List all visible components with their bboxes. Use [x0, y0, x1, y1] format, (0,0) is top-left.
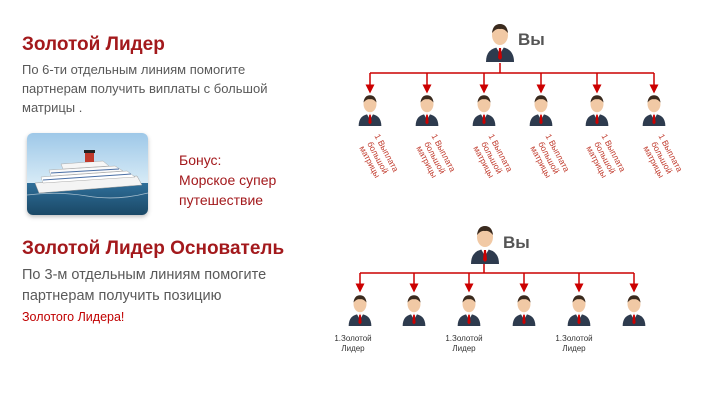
businessman-icon — [567, 295, 591, 326]
businessman-icon — [512, 295, 536, 326]
businessman-icon — [529, 95, 553, 126]
diagram1-child-6 — [640, 92, 668, 131]
bonus-block: Бонус: Морское супер путешествие — [179, 150, 309, 210]
businessman-icon — [472, 95, 496, 126]
section1-title: Золотой Лидер — [22, 34, 165, 55]
diagram1-child-4 — [527, 92, 555, 131]
cruise-ship-image — [27, 133, 148, 215]
businessman-icon — [358, 95, 382, 126]
section2-highlight: Золотого Лидера! — [22, 310, 125, 324]
diagram2-child-label: 1.Золотой Лидер — [334, 334, 372, 353]
diagram1-child-label: 1 Выплата большой матрицы — [528, 132, 572, 180]
diagram2-connectors — [355, 264, 639, 293]
diagram2-child-label: 1.Золотой Лидер — [445, 334, 483, 353]
diagram1-root-label: Вы — [518, 30, 545, 49]
businessman-icon — [471, 226, 499, 264]
bonus-description: Морское супер путешествие — [179, 172, 277, 208]
businessman-icon — [402, 295, 426, 326]
businessman-icon — [622, 295, 646, 326]
businessman-icon — [585, 95, 609, 126]
diagram2-child-5 — [565, 292, 593, 331]
businessman-icon — [415, 95, 439, 126]
diagram1-child-3 — [470, 92, 498, 131]
diagram2-root-label: Вы — [503, 233, 530, 252]
diagram2-child-3 — [455, 292, 483, 331]
section1-text: По 6-ти отдельным линиям помогите партне… — [22, 62, 268, 115]
diagram1-child-label: 1 Выплата большой матрицы — [641, 132, 685, 180]
businessman-icon — [642, 95, 666, 126]
diagram1-child-1 — [356, 92, 384, 131]
bonus-label: Бонус: — [179, 152, 222, 168]
diagram1-child-2 — [413, 92, 441, 131]
diagram1-child-label: 1 Выплата большой матрицы — [471, 132, 515, 180]
diagram2-root — [469, 222, 501, 269]
businessman-icon — [457, 295, 481, 326]
businessman-icon — [348, 295, 372, 326]
diagram2-child-label: 1.Золотой Лидер — [555, 334, 593, 353]
diagram1-child-5 — [583, 92, 611, 131]
businessman-icon — [486, 24, 514, 62]
diagram2-child-1 — [346, 292, 374, 331]
diagram2-child-2 — [400, 292, 428, 331]
section2-title: Золотой Лидер Основатель — [22, 238, 285, 259]
section2-text: По 3-м отдельным линиям помогите партнер… — [22, 265, 317, 328]
diagram1-connectors — [365, 63, 659, 94]
section2-body: По 3-м отдельным линиям помогите партнер… — [22, 267, 267, 304]
diagram2-child-6 — [620, 292, 648, 331]
diagram2-child-4 — [510, 292, 538, 331]
diagram1-root — [484, 20, 516, 67]
diagram1-child-label: 1 Выплата большой матрицы — [584, 132, 628, 180]
diagram1-child-label: 1 Выплата большой матрицы — [357, 132, 401, 180]
diagram1-child-label: 1 Выплата большой матрицы — [414, 132, 458, 180]
